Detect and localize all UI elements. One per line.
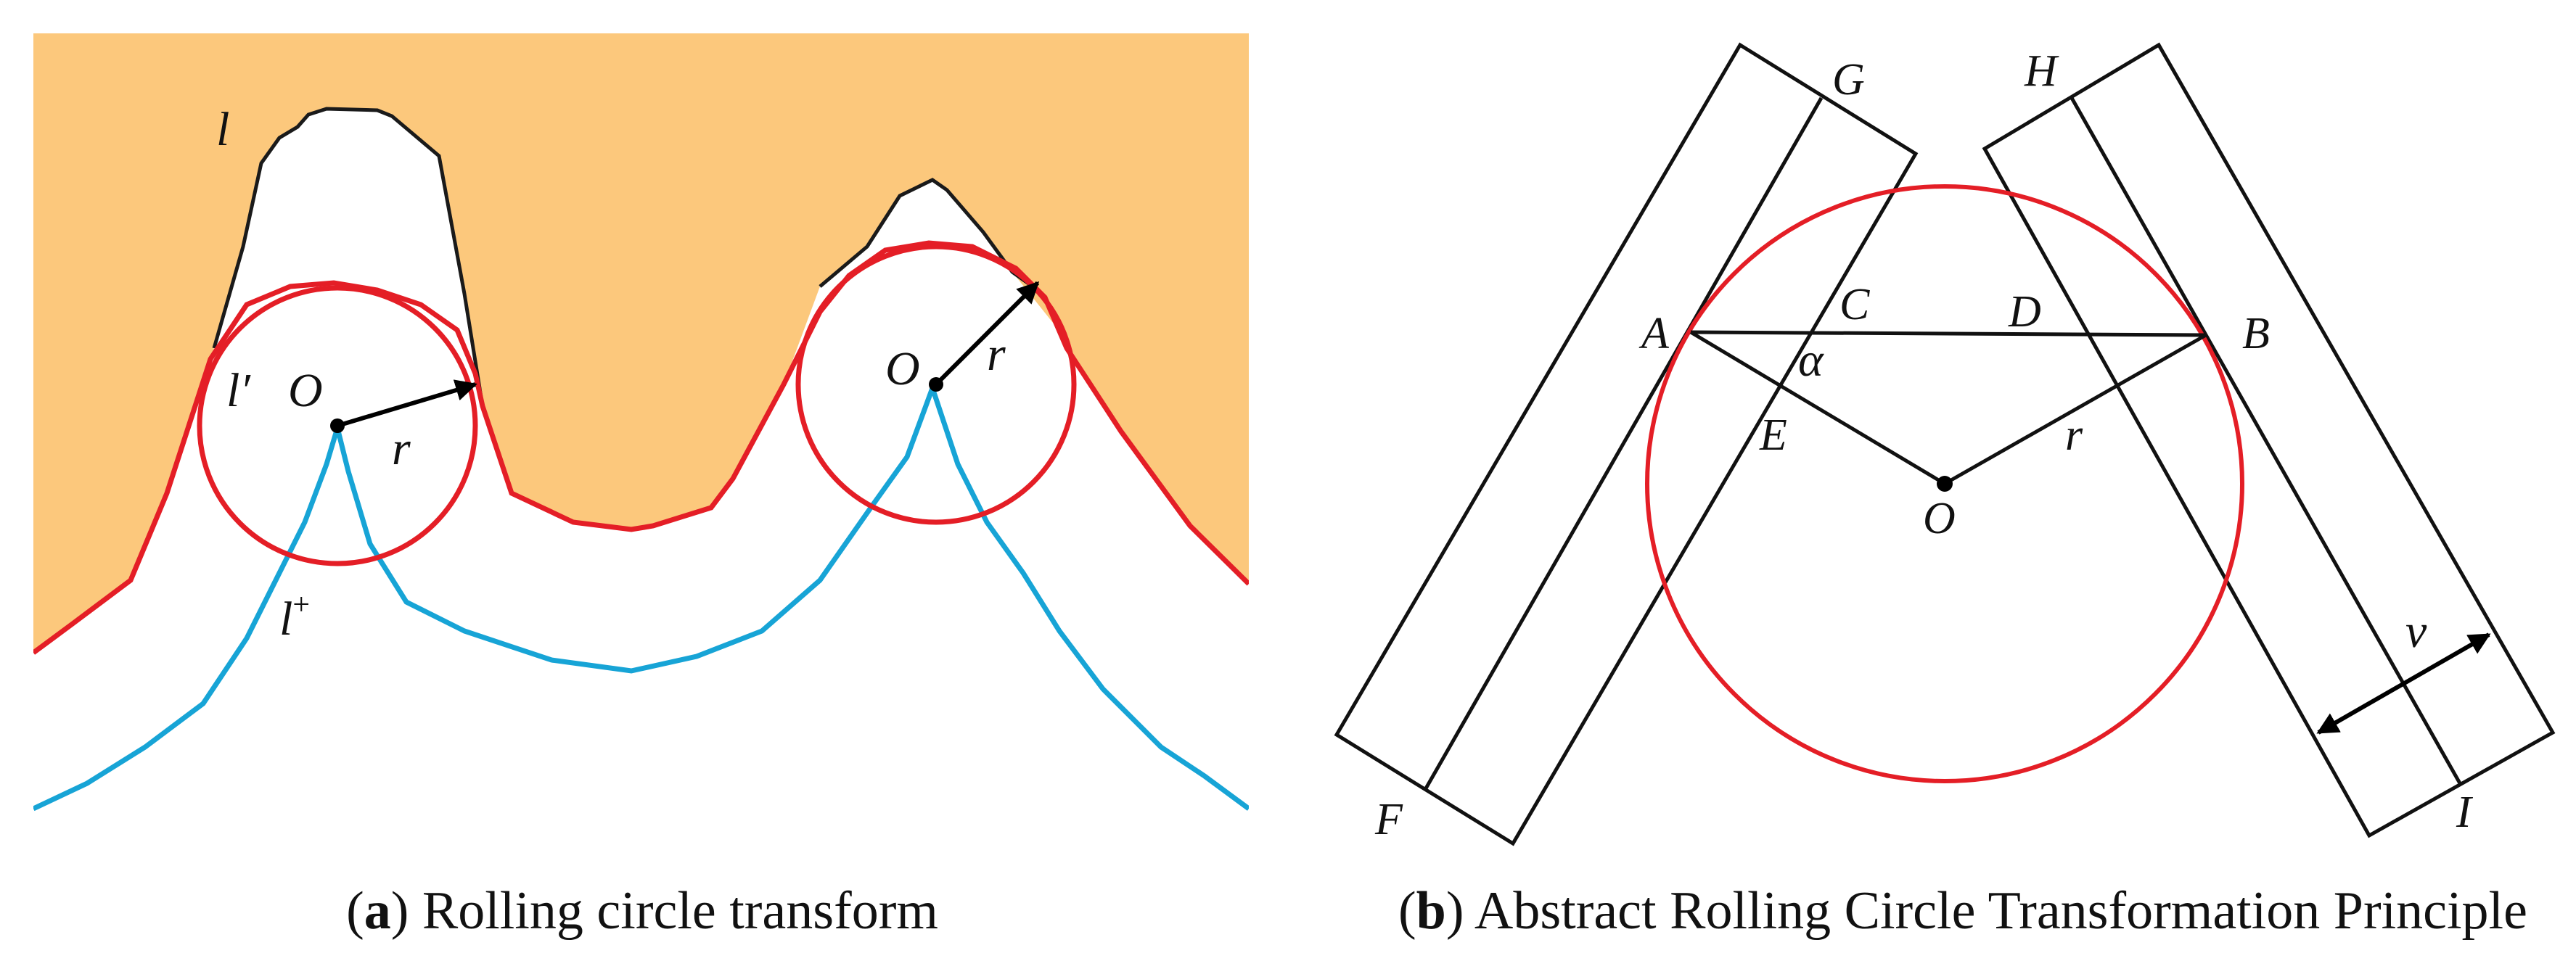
label-l-plus-base: l — [279, 593, 292, 646]
caption-a-letter: a — [364, 881, 391, 941]
label-i: I — [2456, 788, 2474, 837]
label-g: G — [1832, 55, 1865, 104]
radius-arrow-left — [337, 379, 477, 428]
label-a: A — [1638, 309, 1670, 358]
left-strip — [1334, 42, 1919, 846]
label-o-left: O — [288, 364, 323, 417]
caption-a-close: ) — [391, 881, 409, 941]
label-o: O — [1923, 494, 1956, 543]
caption-a-text: Rolling circle transform — [409, 881, 938, 941]
rolling-circle-left — [197, 285, 478, 566]
label-l-plus: l+ — [279, 588, 310, 646]
label-v: ν — [2405, 605, 2427, 658]
caption-b-letter: b — [1416, 881, 1446, 941]
label-r-right: r — [987, 328, 1006, 381]
radius-ob — [1943, 333, 2207, 486]
left-strip-midline — [1424, 96, 1824, 790]
label-e: E — [1759, 411, 1787, 460]
caption-b-text: Abstract Rolling Circle Transformation P… — [1464, 881, 2527, 941]
label-l: l — [216, 103, 229, 156]
caption-a-open: ( — [346, 881, 364, 941]
label-l-plus-sup: + — [292, 588, 310, 622]
boundary-l — [212, 107, 485, 407]
curve-l-prime — [33, 240, 1249, 655]
radius-oa — [1689, 330, 1946, 486]
panel-b-principle — [1334, 42, 2556, 846]
caption-b-close: ) — [1446, 881, 1464, 941]
principle-circle — [1645, 184, 2244, 783]
label-h: H — [2024, 46, 2059, 96]
white-gap-left — [214, 109, 483, 406]
label-r-left: r — [392, 422, 411, 475]
label-f: F — [1374, 795, 1403, 844]
panel-a-rolling-circle-transform — [33, 33, 1249, 812]
caption-a: (a) Rolling circle transform — [346, 881, 938, 941]
label-o-right: O — [885, 342, 920, 395]
right-strip — [1982, 42, 2556, 838]
curve-l-plus — [33, 380, 1249, 812]
width-arrow-v — [2316, 632, 2491, 735]
label-l-prime: l′ — [226, 364, 251, 417]
right-strip-midline — [2070, 96, 2462, 785]
label-r: r — [2065, 411, 2083, 460]
rolling-circle-right — [795, 244, 1077, 525]
label-b: B — [2242, 309, 2270, 358]
center-o-dot — [1937, 476, 1953, 492]
white-gap-right — [820, 180, 1038, 290]
radius-arrow-right — [934, 281, 1040, 387]
chord-ab — [1690, 330, 2207, 337]
label-d: D — [2008, 287, 2041, 337]
label-c: C — [1839, 280, 1870, 329]
label-alpha: α — [1798, 334, 1824, 387]
caption-b-open: ( — [1398, 881, 1416, 941]
caption-b: (b) Abstract Rolling Circle Transformati… — [1398, 881, 2527, 941]
